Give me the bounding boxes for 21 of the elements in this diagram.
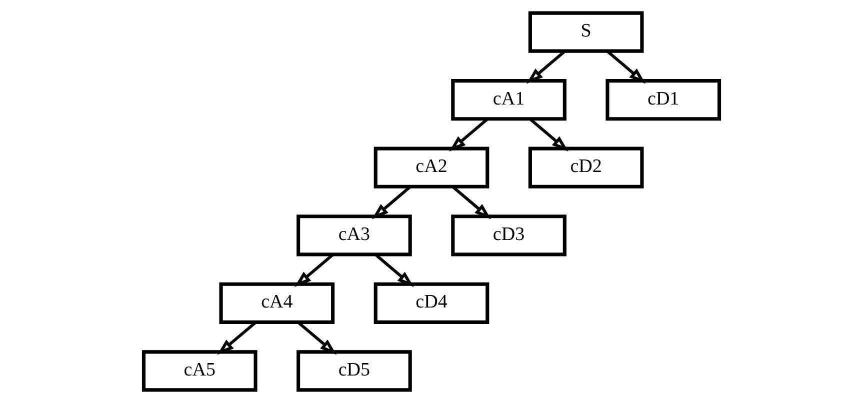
arrow [449, 118, 489, 152]
node-box: cA3 [296, 214, 412, 256]
node-box: cD3 [451, 214, 566, 256]
arrow [606, 50, 646, 84]
arrow [294, 253, 334, 288]
arrow [374, 253, 414, 288]
arrow [528, 118, 568, 152]
arrow [297, 321, 337, 355]
node-box: S [528, 11, 644, 53]
node-box: cA4 [219, 282, 335, 324]
node-box: cD1 [606, 79, 722, 121]
arrow [372, 186, 412, 220]
node-box: cA5 [142, 350, 258, 392]
node-box: cA1 [451, 79, 566, 121]
node-box: cD5 [296, 350, 412, 392]
arrow [217, 321, 257, 355]
node-box: cA2 [374, 146, 490, 188]
node-box: cD4 [374, 282, 490, 324]
arrow [526, 50, 566, 84]
arrow [452, 186, 492, 220]
node-box: cD2 [528, 146, 644, 188]
